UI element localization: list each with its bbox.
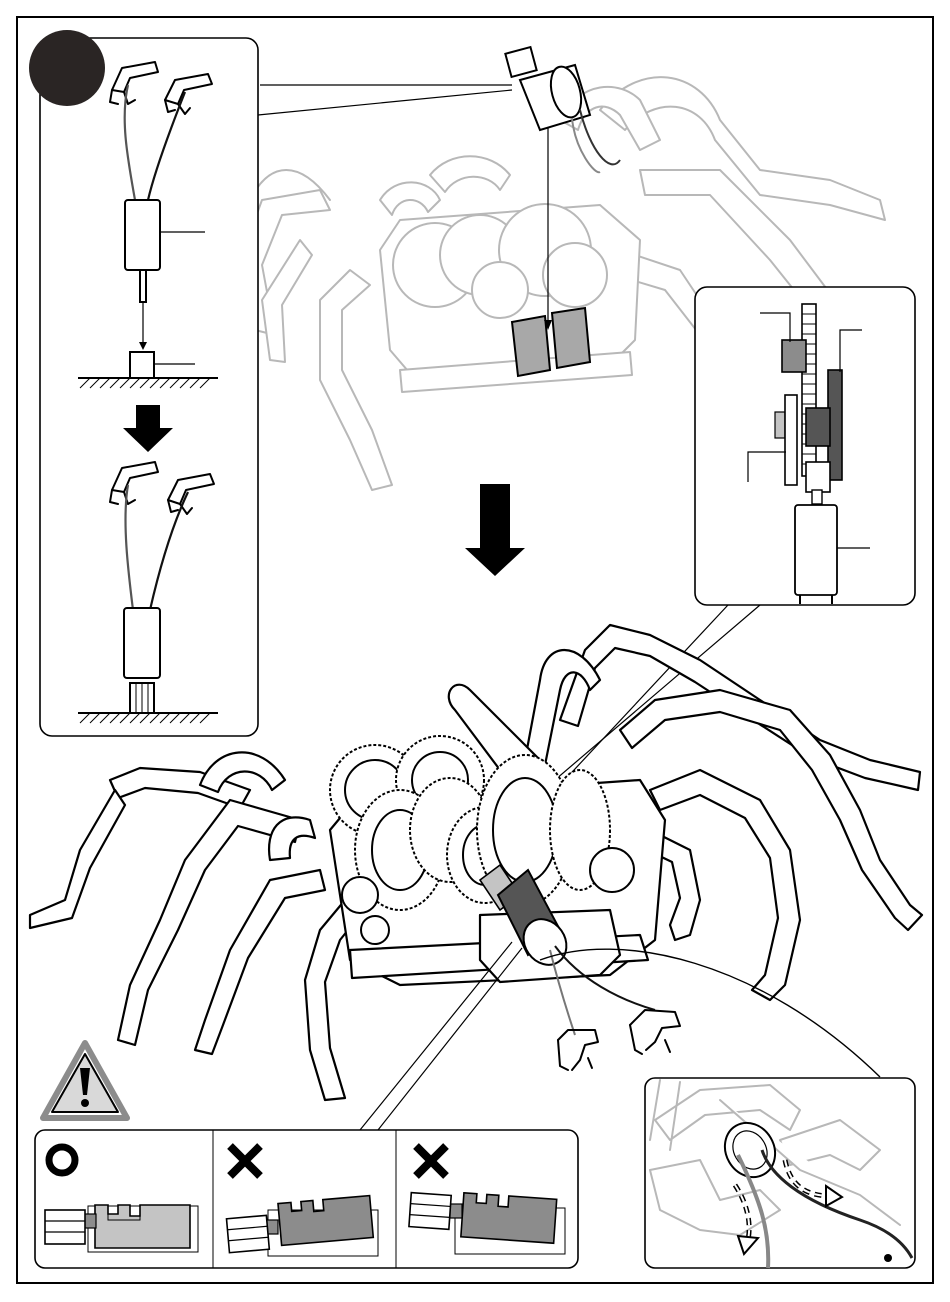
- inset-wire-routing: [645, 1078, 915, 1268]
- check-strip: [35, 1130, 578, 1268]
- inset-gear-detail: [695, 287, 915, 605]
- step-badge: [29, 30, 105, 106]
- inset-motor-press: [29, 30, 258, 736]
